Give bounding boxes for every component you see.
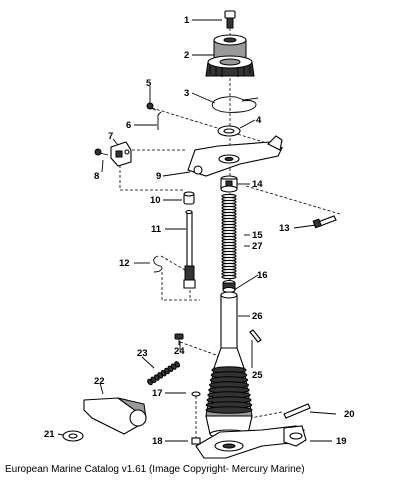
part-8-screw [94, 148, 109, 156]
part-2-gear-bearing [205, 34, 255, 77]
callout-17: 17 [152, 388, 163, 399]
part-16-nut [222, 279, 236, 294]
callout-5: 5 [146, 78, 152, 89]
part-12-clip [153, 255, 163, 273]
part-13-screw [312, 215, 337, 229]
part-18-nut [191, 437, 201, 445]
part-26-shaft-tube [213, 291, 245, 369]
part-14-bushing [220, 175, 238, 193]
callout-3: 3 [184, 88, 189, 99]
callout-12: 12 [119, 258, 130, 269]
part-bellows-housing [205, 366, 253, 439]
part-5-screw [146, 102, 157, 111]
callout-10: 10 [150, 195, 161, 206]
callout-11: 11 [151, 224, 162, 235]
part-23-spring [147, 361, 181, 386]
part-20-pin [283, 403, 311, 419]
callout-18: 18 [152, 436, 163, 447]
part-6-pin [157, 111, 162, 130]
callout-27: 27 [252, 241, 263, 252]
callout-15: 15 [252, 230, 263, 241]
part-1-screw [224, 10, 236, 29]
part-22-handle [83, 397, 147, 435]
callout-22: 22 [94, 376, 105, 387]
part-11-rod [183, 209, 196, 289]
callout-8: 8 [94, 171, 99, 182]
part-4-washer [217, 125, 241, 137]
callout-labels: 1 2 3 4 5 6 7 8 9 14 10 13 11 15 27 12 1… [44, 15, 355, 447]
callout-20: 20 [344, 409, 355, 420]
part-15-spring [221, 193, 237, 280]
part-19-bracket [195, 425, 307, 459]
part-10-cap [183, 191, 195, 205]
callout-14: 14 [252, 179, 263, 190]
callout-13: 13 [279, 223, 290, 234]
callout-19: 19 [336, 436, 347, 447]
image-caption: European Marine Catalog v1.61 (Image Cop… [5, 464, 305, 475]
callout-1: 1 [184, 15, 190, 26]
callout-7: 7 [108, 131, 113, 142]
callout-4: 4 [256, 115, 262, 126]
callout-25: 25 [252, 370, 263, 381]
callout-9: 9 [156, 171, 161, 182]
callout-23: 23 [137, 348, 148, 359]
part-17-washer [191, 391, 201, 397]
part-25-pin [249, 329, 262, 343]
part-9-lever [187, 135, 283, 177]
part-3-retaining-ring [211, 96, 259, 113]
part-24-screw [174, 333, 184, 345]
callout-6: 6 [126, 120, 131, 131]
callout-24: 24 [174, 346, 185, 357]
callout-26: 26 [252, 311, 263, 322]
callout-21: 21 [44, 429, 55, 440]
part-7-clip [110, 141, 132, 167]
callout-2: 2 [184, 50, 189, 61]
part-21-washer [62, 430, 84, 442]
callout-16: 16 [257, 270, 268, 281]
